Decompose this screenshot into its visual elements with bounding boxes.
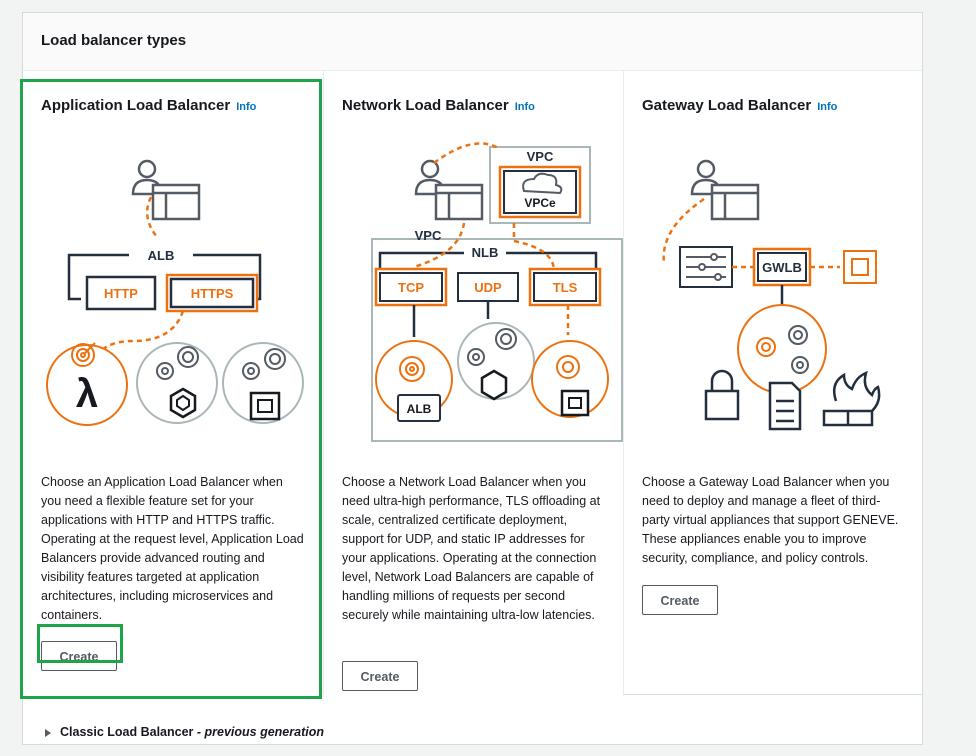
card-description: Choose an Application Load Balancer when…	[41, 475, 304, 622]
firewall-icon	[822, 370, 881, 427]
info-link[interactable]: Info	[817, 101, 838, 113]
cloud-icon	[522, 172, 563, 195]
card-name: Gateway Load Balancer	[642, 97, 812, 114]
alb-target-label: ALB	[407, 402, 432, 416]
alb-diagram: ALB HTTP HTTPS λ	[46, 159, 304, 426]
create-nlb-button[interactable]: Create	[342, 661, 418, 691]
card-description: Choose a Gateway Load Balancer when you …	[642, 475, 899, 565]
browser-icon	[151, 183, 201, 221]
nlb-diagram: VPC VPCe VPC NLB	[371, 142, 623, 442]
http-label: HTTP	[104, 286, 138, 301]
alb-label: ALB	[148, 248, 175, 263]
tls-label: TLS	[553, 280, 578, 295]
gwlb-diagram: GWLB	[662, 159, 881, 431]
panel-title: Load balancer types	[41, 32, 187, 49]
panel-header: Load balancer types	[23, 13, 922, 71]
lambda-icon: λ	[76, 372, 98, 416]
nlb-label: NLB	[472, 245, 499, 260]
load-balancer-types-panel: Load balancer types Application Load Bal…	[22, 12, 923, 745]
card-title: Application Load Balancer Info	[41, 97, 256, 115]
card-application-load-balancer[interactable]: Application Load Balancer Info ALB HTTP H…	[23, 71, 323, 695]
tcp-label: TCP	[398, 280, 424, 295]
card-name: Application Load Balancer	[41, 97, 231, 114]
card-title: Gateway Load Balancer Info	[642, 97, 837, 115]
classic-suffix: previous generation	[204, 725, 324, 739]
classic-separator: -	[193, 725, 205, 739]
classic-load-balancer-expander[interactable]: Classic Load Balancer - previous generat…	[45, 725, 324, 739]
create-alb-button[interactable]: Create	[41, 641, 117, 671]
browser-icon	[434, 183, 484, 221]
card-gateway-load-balancer[interactable]: Gateway Load Balancer Info GWLB	[623, 71, 923, 695]
card-title: Network Load Balancer Info	[342, 97, 535, 115]
gwlb-label: GWLB	[762, 260, 802, 275]
vpce-label: VPCe	[524, 196, 556, 210]
https-label: HTTPS	[191, 286, 234, 301]
checklist-icon	[768, 381, 802, 431]
sliders-icon	[686, 253, 726, 281]
browser-icon	[710, 183, 760, 221]
info-link[interactable]: Info	[236, 101, 257, 113]
vpc-top-label: VPC	[527, 149, 554, 164]
vpc-label: VPC	[415, 228, 442, 243]
caret-right-icon	[45, 728, 51, 737]
info-link[interactable]: Info	[514, 101, 535, 113]
card-name: Network Load Balancer	[342, 97, 509, 114]
classic-label: Classic Load Balancer	[60, 725, 194, 739]
udp-label: UDP	[474, 280, 502, 295]
lock-icon	[704, 369, 740, 421]
card-description: Choose a Network Load Balancer when you …	[342, 475, 601, 622]
create-gwlb-button[interactable]: Create	[642, 585, 718, 615]
